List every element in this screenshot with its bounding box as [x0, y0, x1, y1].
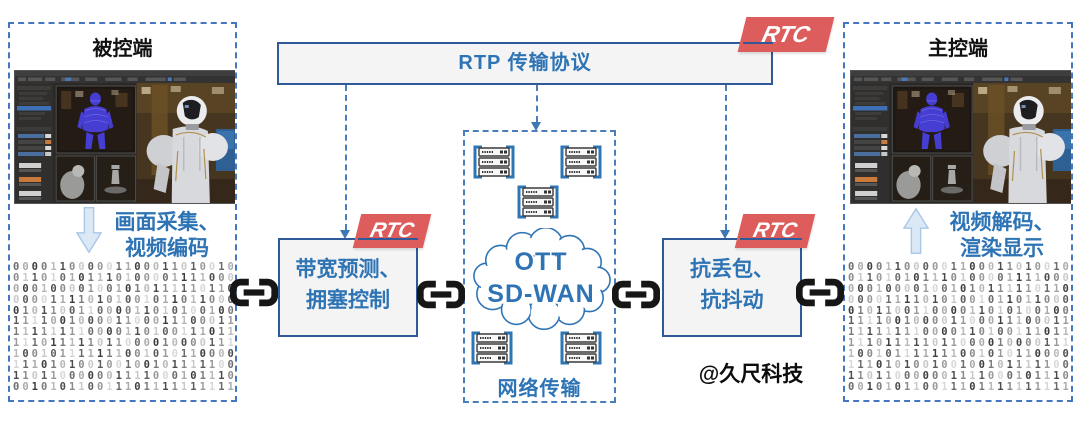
server-rack-icon	[559, 331, 603, 365]
screenshot-3d-software	[14, 70, 235, 204]
controlled-end-title: 被控端	[92, 38, 153, 60]
bandwidth-congestion-box: 带宽预测、 拥塞控制	[278, 238, 418, 337]
ott-label: OTT	[514, 248, 568, 276]
border-segment	[358, 238, 418, 240]
arrowhead-icon	[340, 230, 350, 239]
capture-encode-caption: 画面采集、 视频编码	[114, 211, 220, 260]
server-rack-icon	[470, 331, 514, 365]
antiloss-antijitter-label: 抗丢包、 抗抖动	[690, 258, 774, 312]
connector-line	[725, 85, 727, 230]
rtc-badge: RTC	[734, 214, 816, 248]
antiloss-antijitter-box: 抗丢包、 抗抖动	[662, 238, 802, 337]
rtc-badge: RTC	[737, 17, 835, 52]
bandwidth-congestion-label: 带宽预测、 拥塞控制	[295, 258, 401, 312]
chain-link-icon	[612, 280, 660, 309]
server-rack-icon	[472, 145, 516, 179]
watermark-jiuchi-tech: @久尺科技	[698, 363, 804, 386]
up-arrow-icon	[903, 206, 929, 256]
rtp-protocol-label: RTP 传输协议	[458, 52, 592, 74]
rtp-protocol-box: RTP 传输协议	[277, 42, 773, 85]
decode-render-caption: 视频解码、 渲染显示	[949, 211, 1055, 260]
screenshot-3d-software	[850, 70, 1071, 204]
cloud-shape	[473, 228, 611, 331]
border-segment	[743, 42, 773, 44]
chain-link-icon	[230, 278, 278, 307]
arrowhead-icon	[531, 122, 541, 131]
connector-line	[345, 85, 347, 230]
master-end-title: 主控端	[928, 38, 988, 60]
arrowhead-icon	[720, 230, 730, 239]
server-rack-icon	[516, 185, 560, 219]
connector-line	[536, 85, 538, 122]
network-transmission-label: 网络传输	[497, 378, 582, 400]
rtc-badge: RTC	[352, 214, 432, 248]
sdwan-label: SD-WAN	[487, 280, 595, 308]
border-segment	[740, 238, 802, 240]
chain-link-icon	[417, 280, 465, 309]
server-rack-icon	[559, 145, 603, 179]
chain-link-icon	[796, 278, 844, 307]
